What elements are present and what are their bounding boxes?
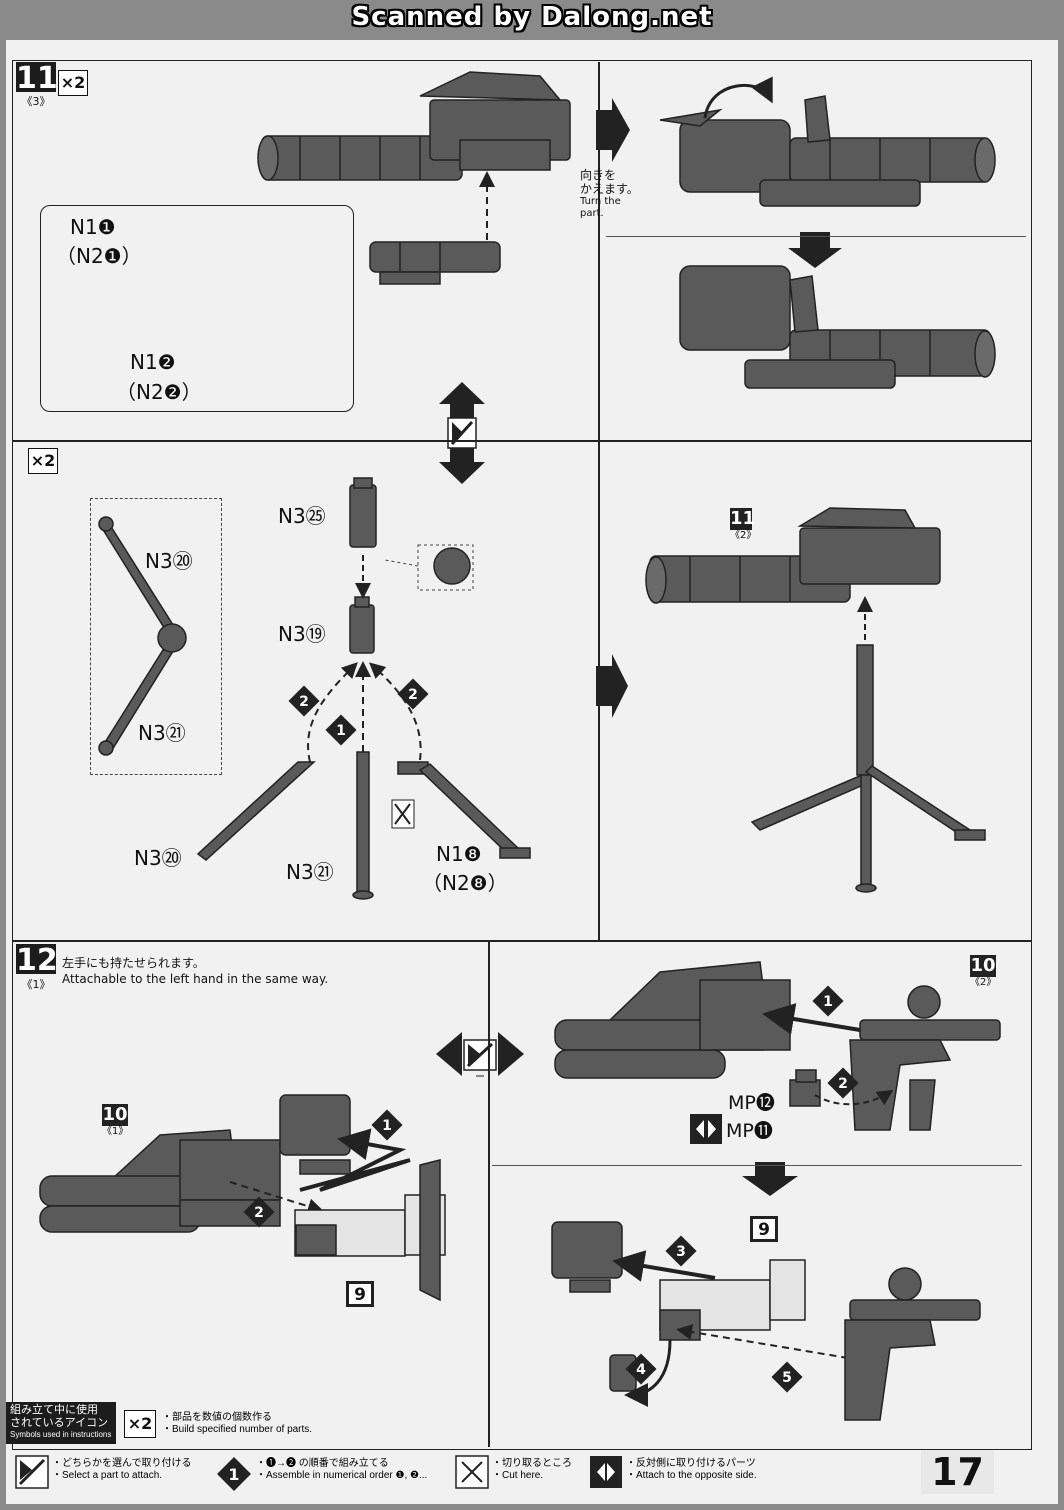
step-reference: 11《2》 [730,508,757,541]
divider [606,236,1026,237]
gatling-final-drawing [679,265,996,389]
part-label: N3㉕ [278,504,326,528]
hand-left-drawing [279,1094,446,1302]
legend-order: ・❶→❷ の順番で組み立てる・Assemble in numerical ord… [256,1458,428,1481]
step-arrow-right-1 [596,98,630,162]
page-frame [12,60,1032,1450]
step-reference: 10《1》 [102,1104,129,1137]
callout-box [40,205,354,412]
legend-opposite: ・反対側に取り付けるパーツ・Attach to the opposite sid… [626,1458,757,1481]
part-label: N1❷ [130,350,176,374]
legend-cut: ・切り取るところ・Cut here. [492,1458,572,1481]
cannon-left-drawing [39,1129,281,1233]
detail-box [90,498,222,775]
part-label: N1❽ [436,842,482,866]
part-label: MP⓫ [726,1120,773,1142]
svg-text:2: 2 [838,1076,848,1092]
divider [598,62,600,440]
step-note-en: Attachable to the left hand in the same … [62,972,329,986]
part-label: N3⑲ [278,622,326,646]
step-sub: 《3》 [21,95,51,108]
step-number: 12 [16,943,58,978]
stand-drawing [349,477,377,654]
part-label: （N2❽） [422,871,508,895]
part-label: N3㉑ [286,860,334,884]
gatling-gun-drawing [257,71,571,181]
sub-barrel-drawing [369,241,501,285]
svg-text:2: 2 [408,687,418,703]
part-label: N3㉑ [138,721,186,745]
cannon-right-drawing [554,961,791,1079]
scan-credit: Scanned by Dalong.net [351,2,713,32]
step-reference: 10《2》 [970,955,997,988]
divider [12,440,1032,442]
step-note-jp: 左手にも持たせられます。 [62,956,205,970]
step-arrow-down-2 [742,1162,798,1196]
gun-drawing [789,985,1001,1131]
divider [492,1165,1022,1166]
svg-text:5: 5 [782,1370,792,1386]
svg-text:4: 4 [636,1362,646,1378]
step-arrow-down-1 [788,232,842,268]
turn-note-jp: 向きをかえます。 [580,168,639,196]
gatling-turned-drawing [659,95,996,207]
step-arrow-right-2 [596,654,628,718]
divider [488,942,490,1447]
quantity-badge: ×2 [58,70,88,96]
divider [598,442,600,940]
svg-text:1: 1 [228,1465,239,1484]
part-label: （N2❶） [56,244,142,268]
step-number: 11 [16,61,58,96]
part-label: （N2❷） [116,380,202,404]
part-label: N3⑳ [145,549,193,573]
page-number: 17 [921,1450,994,1494]
legend-select: ・どちらかを選んで取り付ける・Select a part to attach. [52,1458,192,1481]
stand-gatling-drawing [645,507,986,893]
svg-text:1: 1 [382,1118,392,1134]
part-label: N1❶ [70,215,116,239]
legend-quantity: ・部品を数値の個数作る・Build specified number of pa… [162,1412,313,1435]
svg-text:2: 2 [299,694,309,710]
quantity-icon: ×2 [124,1410,156,1438]
step-sub: 《1》 [21,978,51,991]
part-label: MP⓬ [728,1092,775,1114]
quantity-badge: ×2 [28,448,58,474]
svg-text:3: 3 [676,1244,686,1260]
hand-right-drawing [551,1221,806,1392]
svg-text:1: 1 [336,723,346,739]
svg-text:9: 9 [758,1220,770,1240]
part-label: N3⑳ [134,846,182,870]
divider [12,940,1032,942]
svg-text:9: 9 [354,1285,366,1305]
svg-text:2: 2 [254,1205,264,1221]
svg-text:1: 1 [823,994,833,1010]
